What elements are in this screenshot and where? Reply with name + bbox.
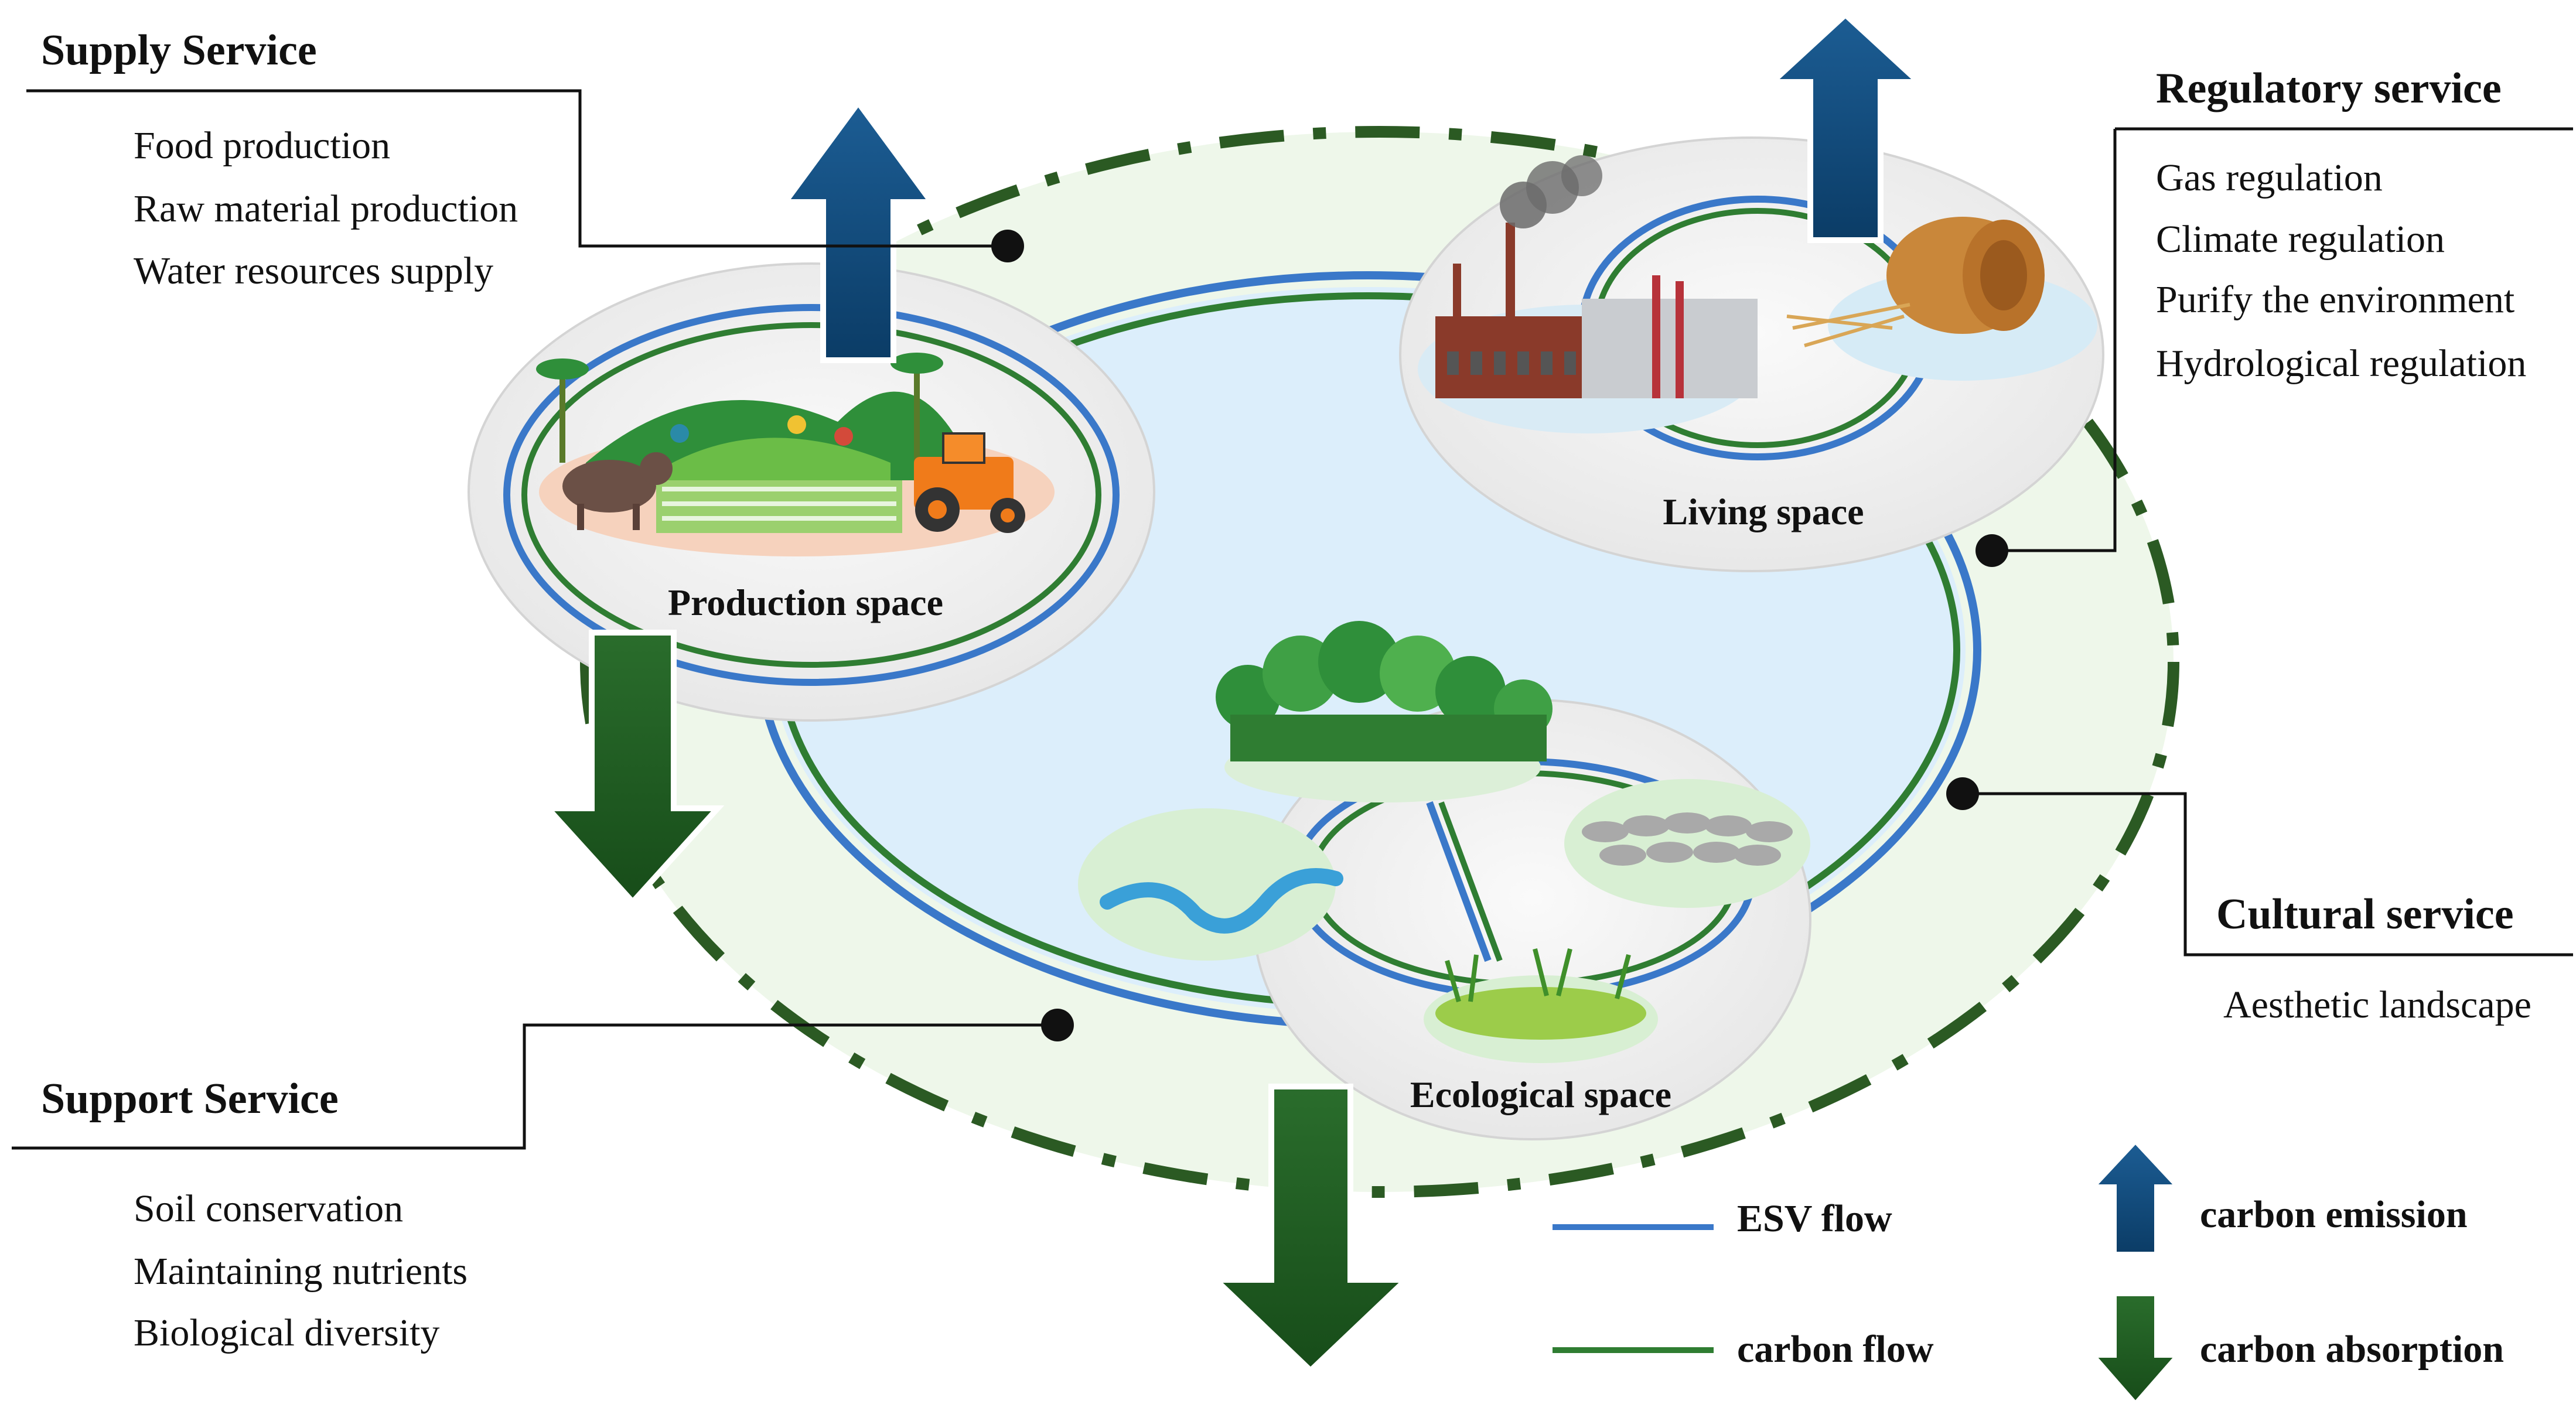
carbon-absorption-legend-label: carbon absorption (2200, 1328, 2504, 1371)
ecological-space-label: Ecological space (1410, 1074, 1671, 1115)
regulatory-item: Hydrological regulation (2156, 342, 2526, 385)
living-space: Living space (1399, 136, 2104, 572)
regulatory-item: Gas regulation (2156, 156, 2383, 199)
supply-item: Water resources supply (134, 250, 493, 292)
wetland-icon (1424, 948, 1658, 1063)
carbon-absorption-legend-icon (2090, 1293, 2181, 1406)
regulatory-service-title: Regulatory service (2156, 64, 2502, 112)
supply-item: Food production (134, 124, 390, 167)
regulatory-item: Purify the environment (2156, 278, 2514, 321)
carbon-absorption-arrow (541, 630, 725, 907)
carbon-emission-legend-label: carbon emission (2200, 1193, 2468, 1236)
cultural-service-title: Cultural service (2216, 890, 2514, 938)
carbon-flow-legend-label: carbon flow (1737, 1328, 1934, 1371)
production-space: Production space (468, 262, 1155, 722)
palm-tree-icon (536, 353, 943, 469)
farmer-icon (670, 415, 853, 446)
regulatory-connector-dot (1975, 534, 2008, 567)
cultural-item: Aesthetic landscape (2223, 983, 2531, 1026)
buffalo-icon (562, 452, 673, 530)
factory-illustration (1418, 155, 1758, 433)
forest-icon (1216, 621, 1553, 802)
carbon-emission-legend-icon (2090, 1139, 2181, 1255)
stone-field-icon (1564, 779, 1810, 908)
supply-service-title: Supply Service (41, 26, 317, 74)
support-item: Soil conservation (134, 1187, 403, 1230)
carbon-absorption-arrow (1208, 1084, 1414, 1375)
esv-flow-legend-label: ESV flow (1737, 1197, 1892, 1240)
supply-item: Raw material production (134, 187, 518, 230)
regulatory-item: Climate regulation (2156, 218, 2445, 261)
supply-connector-dot (991, 230, 1024, 262)
carbon-emission-arrow (779, 97, 937, 363)
support-service-title: Support Service (41, 1075, 339, 1123)
support-item: Maintaining nutrients (134, 1250, 468, 1293)
tractor-icon (914, 432, 1025, 533)
straw-bale-illustration (1786, 217, 2097, 381)
river-icon (1078, 808, 1343, 961)
production-space-label: Production space (668, 582, 943, 623)
legend: ESV flow carbon flow carbon emission car… (1553, 1139, 2504, 1406)
support-connector-dot (1041, 1009, 1074, 1041)
leader-lines (12, 89, 2573, 1150)
cultural-connector-dot (1946, 777, 1979, 810)
carbon-emission-arrow (1765, 11, 1926, 243)
farmland-illustration (536, 353, 1055, 556)
ecological-space: Ecological space (1078, 621, 1811, 1140)
support-item: Biological diversity (134, 1311, 439, 1354)
living-space-label: Living space (1663, 491, 1864, 532)
